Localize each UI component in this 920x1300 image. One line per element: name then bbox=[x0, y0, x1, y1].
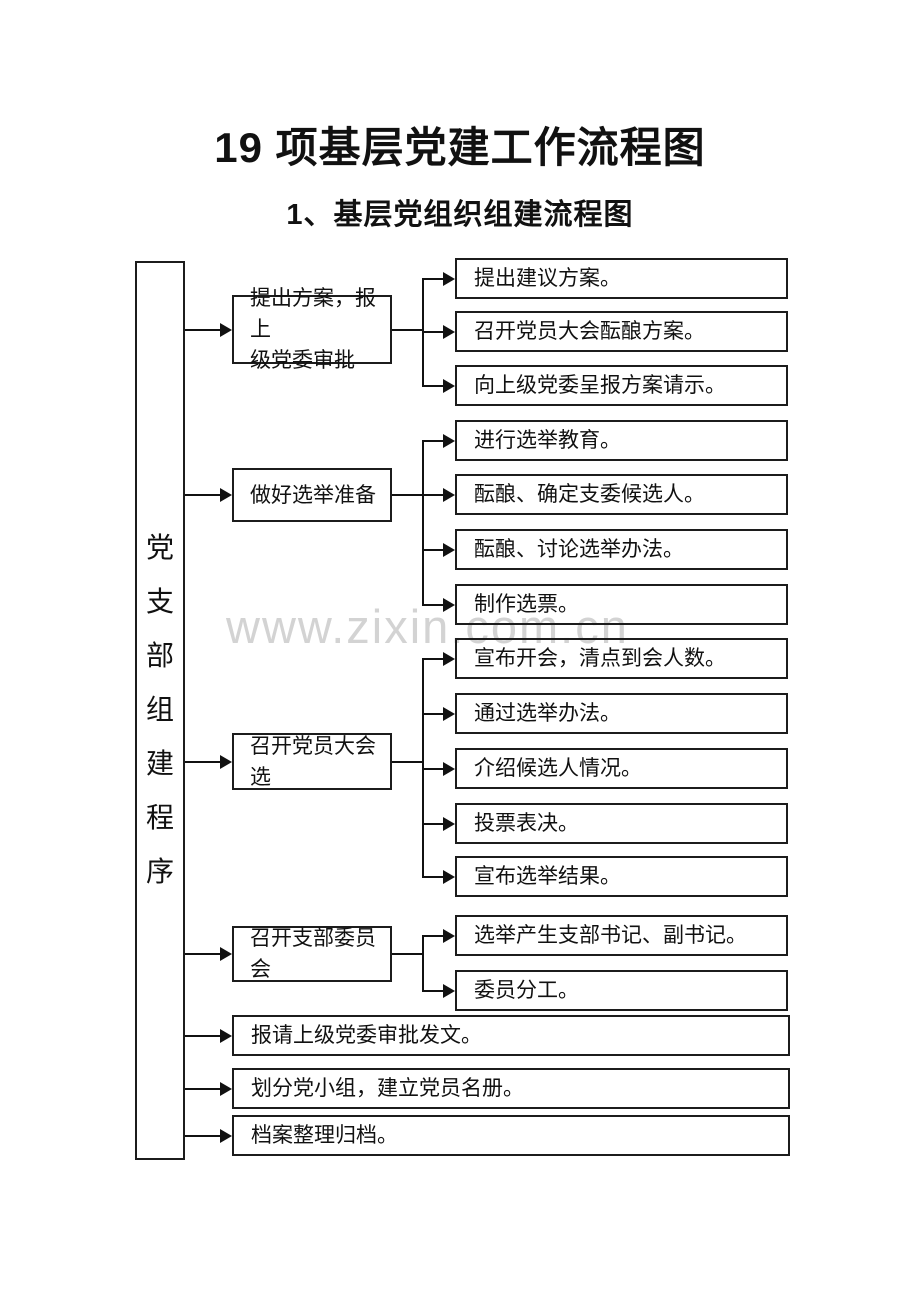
step-box: 提出建议方案。 bbox=[455, 258, 788, 299]
connector-line bbox=[185, 494, 221, 496]
stage-box-label: 做好选举准备 bbox=[250, 482, 376, 507]
final-step-box: 档案整理归档。 bbox=[232, 1115, 790, 1156]
root-box-char: 部 bbox=[145, 640, 174, 672]
root-box-char: 建 bbox=[145, 748, 174, 780]
connector-line bbox=[392, 328, 423, 331]
step-box: 酝酿、讨论选举办法。 bbox=[455, 529, 788, 570]
root-box-char: 程 bbox=[145, 802, 174, 834]
root-box-char: 序 bbox=[145, 856, 174, 888]
section-subtitle: 1、基层党组织组建流程图 bbox=[286, 199, 634, 231]
connector-line bbox=[185, 953, 221, 955]
step-box: 向上级党委呈报方案请示。 bbox=[455, 365, 788, 406]
arrowhead-icon bbox=[220, 322, 232, 337]
arrowhead-icon bbox=[443, 433, 455, 448]
page-title: 19 项基层党建工作流程图 bbox=[214, 124, 706, 171]
connector-line bbox=[423, 989, 444, 992]
step-box: 进行选举教育。 bbox=[455, 420, 788, 461]
connector-line bbox=[423, 384, 444, 387]
connector-line bbox=[423, 934, 444, 937]
connector-line bbox=[423, 603, 444, 606]
stage-box-label: 提出方案，报上 bbox=[250, 286, 376, 341]
connector-line bbox=[423, 712, 444, 715]
step-box: 通过选举办法。 bbox=[455, 693, 788, 734]
arrowhead-icon bbox=[443, 651, 455, 666]
root-box: 党支部组建程序 bbox=[135, 261, 185, 1160]
step-box: 召开党员大会酝酿方案。 bbox=[455, 311, 788, 352]
root-box-char: 党 bbox=[145, 532, 174, 564]
arrowhead-icon bbox=[443, 378, 455, 393]
arrowhead-icon bbox=[443, 324, 455, 339]
step-box: 制作选票。 bbox=[455, 584, 788, 625]
connector-line bbox=[185, 1087, 221, 1090]
connector-line bbox=[423, 439, 444, 442]
connector-line bbox=[422, 934, 424, 992]
connector-line bbox=[423, 657, 444, 660]
root-box-char: 组 bbox=[145, 694, 174, 726]
arrowhead-icon bbox=[443, 816, 455, 831]
stage-box: 提出方案，报上级党委审批 bbox=[232, 286, 392, 372]
step-box: 委员分工。 bbox=[455, 970, 788, 1011]
step-box: 酝酿、确定支委候选人。 bbox=[455, 474, 788, 515]
step-box: 宣布选举结果。 bbox=[455, 856, 788, 897]
connector-line bbox=[392, 760, 423, 763]
connector-line bbox=[423, 822, 444, 825]
step-box: 选举产生支部书记、副书记。 bbox=[455, 915, 788, 956]
stage-box: 召开支部委员会 bbox=[232, 926, 392, 982]
arrowhead-icon bbox=[443, 542, 455, 557]
connector-line bbox=[423, 548, 444, 551]
arrowhead-icon bbox=[443, 869, 455, 884]
watermark-text: www.zixin.com.cn bbox=[226, 600, 629, 653]
arrowhead-icon bbox=[220, 1128, 232, 1143]
arrowhead-icon bbox=[443, 271, 455, 286]
connector-line bbox=[185, 328, 221, 331]
connector-line bbox=[422, 439, 424, 606]
arrowhead-icon bbox=[220, 754, 232, 769]
stage-box-label: 召开支部委员会 bbox=[250, 926, 376, 981]
stage-box: 召开党员大会选 bbox=[232, 733, 392, 790]
connector-line bbox=[392, 494, 423, 496]
arrowhead-icon bbox=[443, 761, 455, 776]
arrowhead-icon bbox=[443, 487, 455, 502]
final-step-box: 划分党小组，建立党员名册。 bbox=[232, 1068, 790, 1109]
arrowhead-icon bbox=[443, 706, 455, 721]
connector-line bbox=[423, 277, 444, 280]
step-box: 宣布开会，清点到会人数。 bbox=[455, 638, 788, 679]
root-box-char: 支 bbox=[145, 586, 174, 618]
connector-line bbox=[185, 760, 221, 763]
connector-line bbox=[423, 767, 444, 770]
step-box: 投票表决。 bbox=[455, 803, 788, 844]
arrowhead-icon bbox=[220, 488, 232, 502]
stage-box-label: 召开党员大会选 bbox=[250, 733, 376, 789]
arrowhead-icon bbox=[443, 983, 455, 998]
arrowhead-icon bbox=[220, 1028, 232, 1043]
connector-line bbox=[185, 1034, 221, 1037]
arrowhead-icon bbox=[220, 947, 232, 961]
connector-line bbox=[423, 493, 444, 496]
connector-line bbox=[392, 953, 423, 955]
stage-box-label: 级党委审批 bbox=[250, 348, 355, 372]
connector-line bbox=[423, 330, 444, 333]
final-step-box: 报请上级党委审批发文。 bbox=[232, 1015, 790, 1056]
connector-line bbox=[185, 1134, 221, 1137]
stage-box: 做好选举准备 bbox=[232, 468, 392, 522]
arrowhead-icon bbox=[443, 928, 455, 943]
arrowhead-icon bbox=[220, 1081, 232, 1096]
arrowhead-icon bbox=[443, 597, 455, 612]
step-box: 介绍候选人情况。 bbox=[455, 748, 788, 789]
connector-line bbox=[423, 875, 444, 878]
